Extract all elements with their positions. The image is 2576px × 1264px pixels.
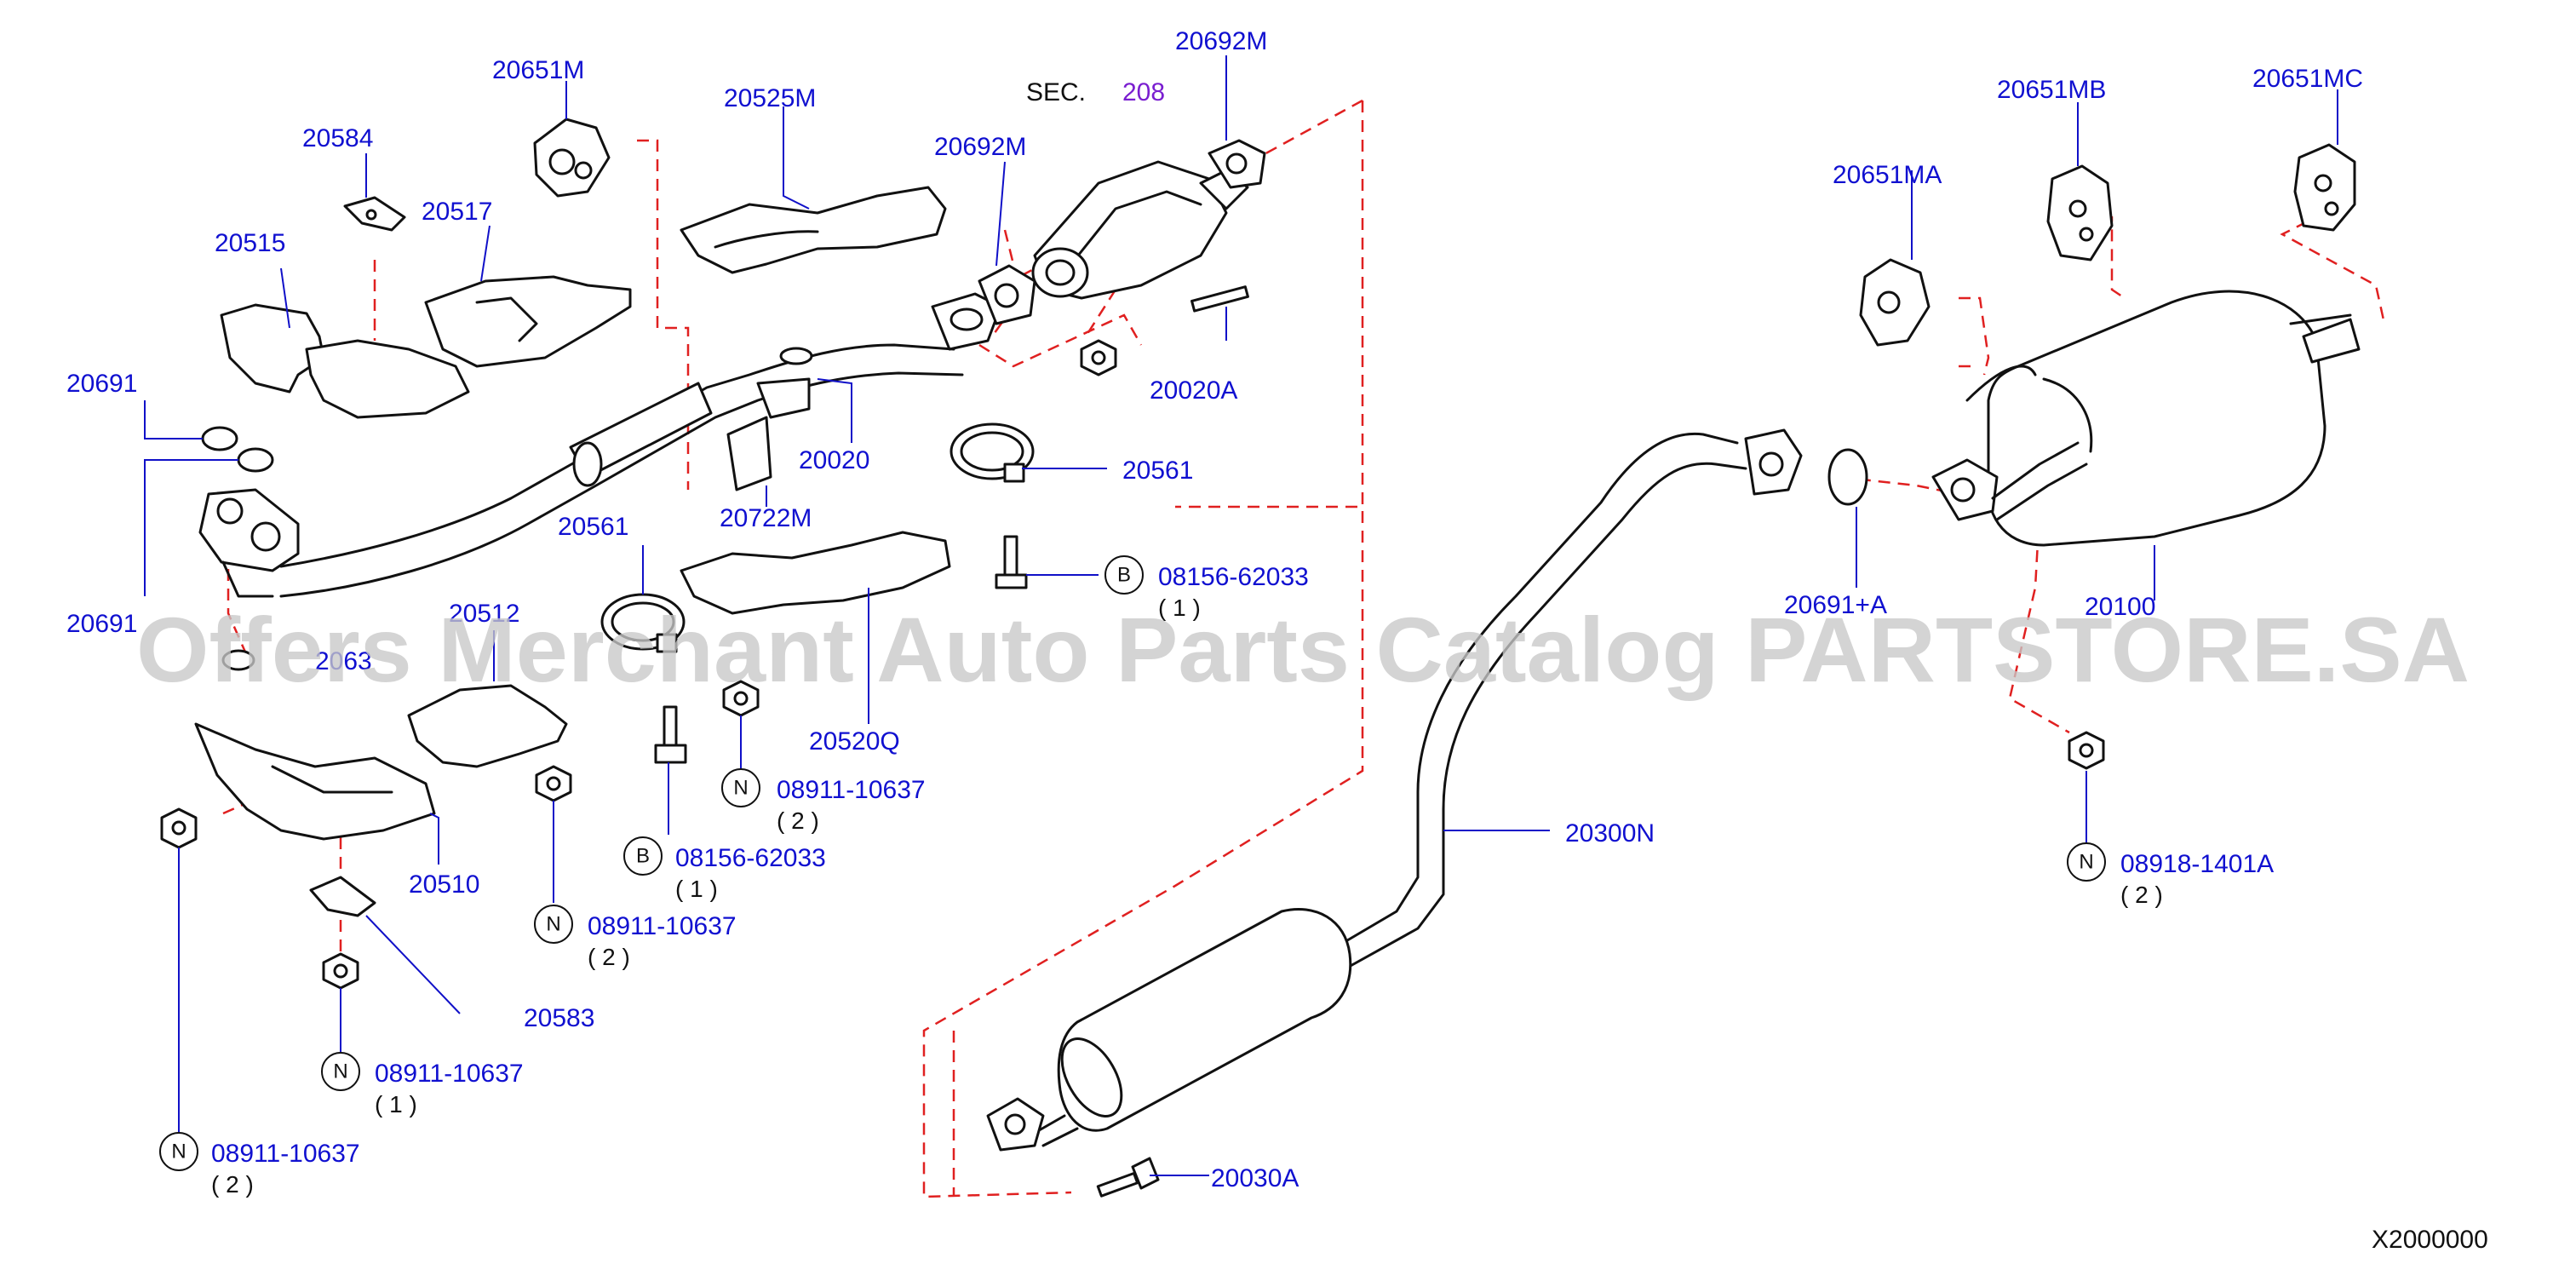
callout-code[interactable]: 08918-1401A	[2120, 850, 2274, 878]
callout-code[interactable]: 08156-62033	[675, 844, 826, 872]
label-20651M[interactable]: 20651M	[492, 56, 584, 84]
callout-n-middle: N 08911-10637 ( 2 )	[721, 768, 926, 834]
mounting-rubber-20651MC	[2293, 143, 2356, 232]
label-20030A[interactable]: 20030A	[1211, 1164, 1299, 1192]
label-20584[interactable]: 20584	[302, 124, 373, 152]
front-exhaust-tube	[279, 292, 1002, 598]
nut-n-mid-left	[535, 765, 572, 802]
heat-insulator-20525M	[680, 186, 947, 274]
leader-lines	[144, 55, 2338, 1176]
label-20561-left[interactable]: 20561	[558, 513, 628, 541]
bolt-b-lower	[654, 705, 687, 764]
callout-qty: ( 2 )	[2120, 882, 2163, 908]
center-exhaust-tube	[1322, 428, 1803, 973]
label-20300N[interactable]: 20300N	[1565, 819, 1655, 847]
gasket-20692M-lower	[978, 264, 1036, 325]
label-20020A[interactable]: 20020A	[1150, 376, 1237, 405]
stud-20020A	[1190, 285, 1249, 313]
main-muffler	[1931, 290, 2361, 547]
callout-qty: ( 1 )	[1158, 595, 1201, 621]
callout-b-lower: B 08156-62033 ( 1 )	[623, 836, 826, 902]
gasket-20692M-upper	[1208, 139, 1266, 189]
label-20691-a[interactable]: 20691	[66, 370, 137, 398]
heat-insulator-upper	[220, 275, 632, 419]
callout-qty: ( 1 )	[375, 1091, 417, 1117]
nut-n-lower-mid	[322, 952, 359, 990]
catalytic-converter	[1031, 160, 1249, 300]
clamp-20561-right	[950, 422, 1035, 483]
label-20510[interactable]: 20510	[409, 870, 479, 899]
callout-badge: N	[171, 1140, 186, 1163]
part-labels: 20651M 20525M 20692M 20692M 20584 20517 …	[66, 27, 2363, 1192]
mounting-rubber-20651MA	[1859, 258, 1931, 347]
callout-n-mid-left: N 08911-10637 ( 2 )	[534, 905, 737, 970]
label-20651MB[interactable]: 20651MB	[1997, 76, 2106, 104]
label-20515[interactable]: 20515	[215, 229, 285, 257]
label-20520Q[interactable]: 20520Q	[809, 727, 900, 756]
pre-muffler	[986, 907, 1352, 1152]
callout-b-upper: B 08156-62033 ( 1 )	[1104, 555, 1309, 621]
callout-n-lower-left: N 08911-10637 ( 2 )	[159, 1132, 360, 1198]
callout-badge: N	[546, 913, 560, 936]
label-20651MA[interactable]: 20651MA	[1833, 161, 1942, 189]
section-ref-number[interactable]: 208	[1122, 78, 1165, 106]
bolt-b-upper	[995, 535, 1028, 589]
callout-code[interactable]: 08156-62033	[1158, 563, 1309, 591]
callout-n-right: N 08918-1401A ( 2 )	[2067, 842, 2274, 908]
label-20692M[interactable]: 20692M	[934, 133, 1026, 161]
label-20651MC[interactable]: 20651MC	[2252, 65, 2363, 93]
mounting-rubber-20651M	[533, 118, 611, 198]
callout-badge: N	[333, 1060, 347, 1083]
callout-n-lower-mid: N 08911-10637 ( 1 )	[321, 1052, 524, 1117]
label-20020[interactable]: 20020	[799, 446, 869, 474]
bracket-20722M	[726, 416, 772, 491]
label-20583[interactable]: 20583	[524, 1004, 594, 1032]
mounting-rubber-20651MB	[2046, 164, 2114, 261]
callout-code[interactable]: 08911-10637	[375, 1060, 524, 1088]
label-20722M[interactable]: 20722M	[720, 504, 812, 532]
nut-n-middle	[722, 680, 760, 717]
label-20691A[interactable]: 20691+A	[1784, 591, 1887, 619]
gasket-20691A	[1827, 448, 1868, 506]
callout-qty: ( 1 )	[675, 876, 718, 902]
heat-insulator-20512	[407, 684, 568, 768]
manifold-flange	[198, 488, 300, 598]
nut-n-lower-left	[160, 807, 198, 849]
section-ref-text: SEC.	[1026, 78, 1086, 106]
bracket-20584	[343, 196, 406, 232]
gasket-20691-small	[201, 426, 274, 671]
label-20525M[interactable]: 20525M	[724, 84, 816, 112]
section-reference: SEC. 208	[1026, 78, 1165, 106]
label-20517[interactable]: 20517	[422, 198, 492, 226]
callout-code[interactable]: 08911-10637	[777, 776, 926, 804]
label-2063-partial[interactable]: 2063	[315, 647, 372, 675]
callout-code[interactable]: 08911-10637	[211, 1140, 360, 1168]
heat-insulator-20510	[194, 722, 436, 841]
label-20692M-top[interactable]: 20692M	[1175, 27, 1267, 55]
callout-badge: B	[636, 845, 650, 868]
callout-qty: ( 2 )	[588, 944, 630, 970]
label-20561-right[interactable]: 20561	[1122, 457, 1193, 485]
callout-badge: N	[2079, 851, 2093, 874]
drawing-id: X2000000	[2372, 1226, 2488, 1254]
callout-qty: ( 2 )	[777, 807, 819, 834]
callout-badge: B	[1117, 564, 1131, 587]
callout-badge: N	[733, 777, 748, 800]
label-20100[interactable]: 20100	[2085, 593, 2155, 621]
callout-code[interactable]: 08911-10637	[588, 912, 737, 940]
label-20512[interactable]: 20512	[449, 600, 519, 628]
bolt-20030A	[1096, 1157, 1160, 1198]
watermark-text: Offers Merchant Auto Parts Catalog PARTS…	[136, 598, 2470, 701]
callout-qty: ( 2 )	[211, 1171, 254, 1198]
bracket-20583	[309, 876, 376, 917]
nut-upper	[1080, 339, 1117, 376]
nut-n-right	[2068, 731, 2105, 770]
clamp-20561-left	[600, 593, 686, 653]
heat-insulator-20520Q	[680, 531, 951, 615]
label-20691-b[interactable]: 20691	[66, 610, 137, 638]
